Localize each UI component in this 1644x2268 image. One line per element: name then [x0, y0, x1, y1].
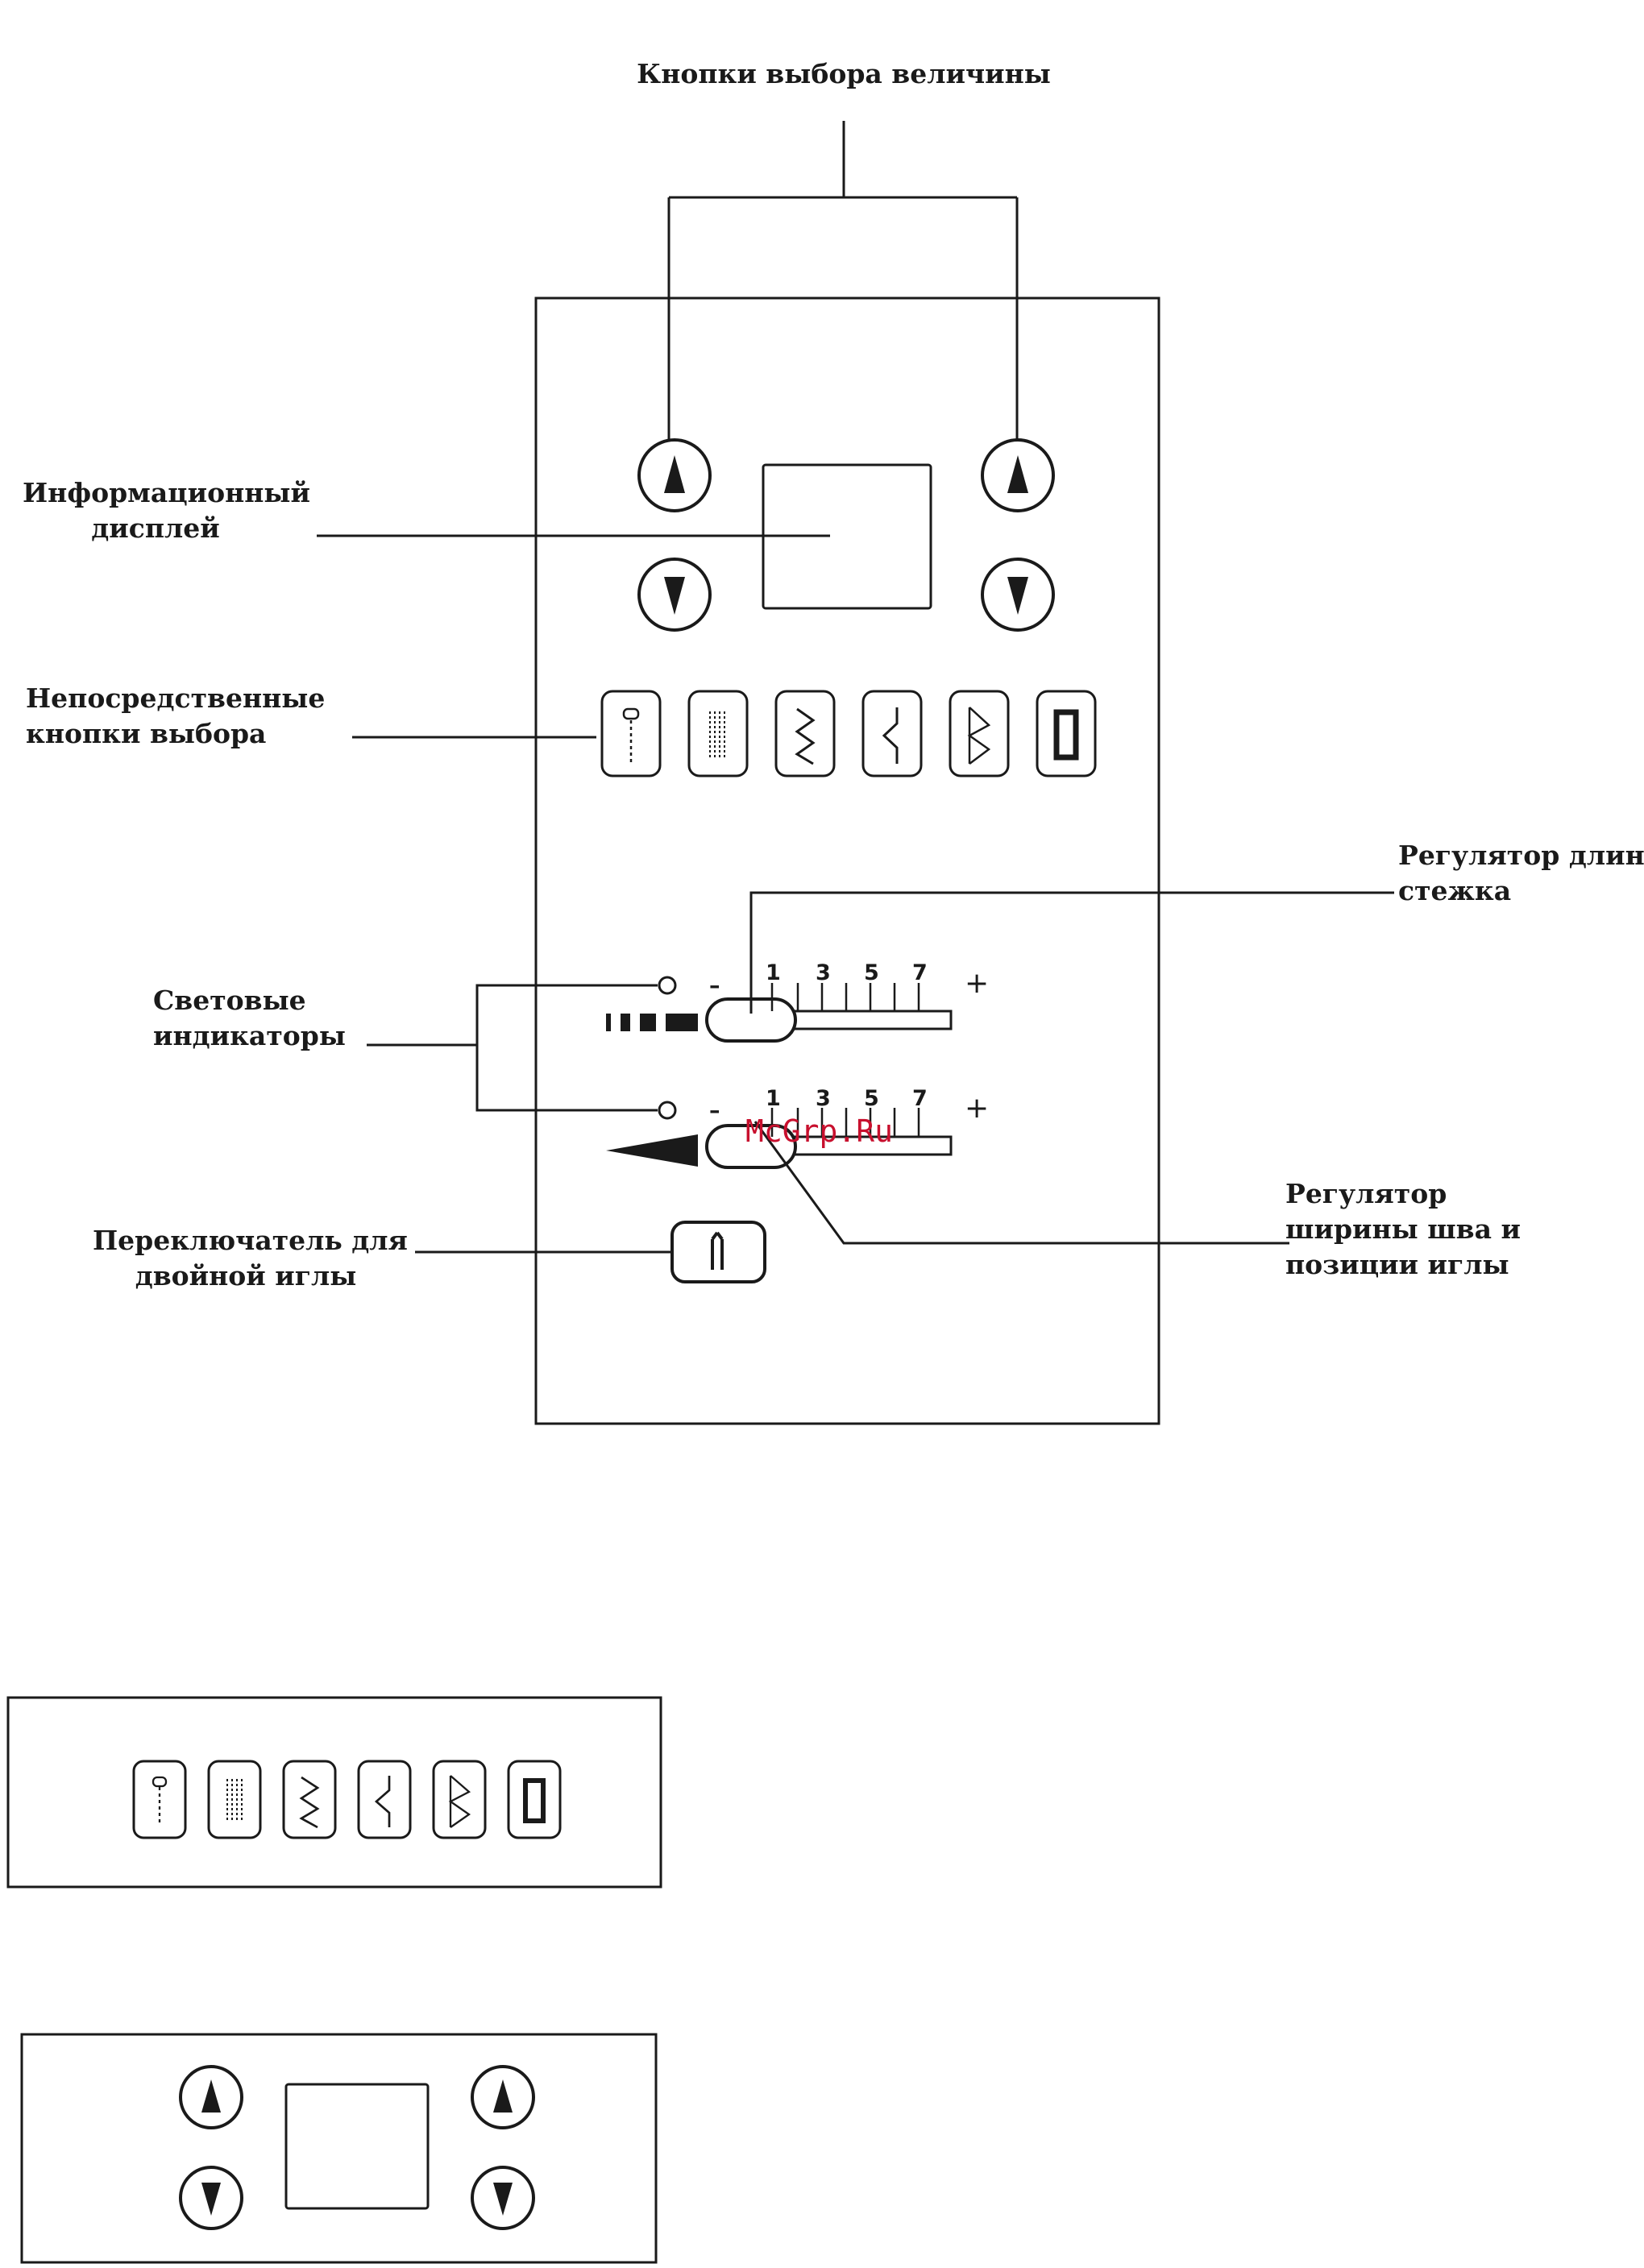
scale-tick-label: 3 — [816, 960, 831, 985]
arrow-down-icon — [493, 2183, 513, 2216]
arrow-up-icon — [1007, 455, 1028, 493]
arrow-down-icon — [664, 577, 685, 615]
twin-needle-label: Переключатель для двойной иглы — [93, 1223, 399, 1294]
blind-stitch-icon — [376, 1776, 389, 1827]
scale-ticks — [772, 983, 919, 1011]
arrow-up-icon — [201, 2079, 221, 2113]
stitch-length-icon — [606, 1014, 698, 1031]
direct-select-buttons — [602, 691, 1095, 776]
scale-tick-label: 7 — [912, 960, 928, 985]
zigzag-icon — [797, 709, 813, 764]
right-up-button[interactable] — [982, 440, 1053, 511]
direct-select-label: Непосредственные кнопки выбора — [26, 681, 325, 752]
scale-minus: – — [709, 1098, 720, 1123]
scale-tick-label: 3 — [816, 1086, 831, 1111]
stitch-width-icon — [606, 1134, 698, 1167]
buttonhole-stitch-button[interactable] — [602, 691, 660, 776]
arrow-down-icon — [201, 2183, 221, 2216]
zigzag-stitch-button[interactable] — [284, 1761, 335, 1838]
triple-zigzag-icon — [969, 707, 989, 764]
left-up-button[interactable] — [639, 440, 710, 511]
scale-plus: + — [965, 1092, 989, 1125]
direct-select-buttons-small — [134, 1761, 560, 1838]
left-up-button[interactable] — [181, 2067, 242, 2128]
buttonhole-stitch-button[interactable] — [134, 1761, 185, 1838]
twin-needle-switch[interactable] — [672, 1222, 765, 1282]
watermark: McGrp.Ru — [745, 1113, 893, 1149]
info-display-label: Информационный дисплей — [23, 475, 289, 546]
satin-stitch-button[interactable] — [1037, 691, 1095, 776]
info-display — [286, 2084, 428, 2208]
stitch-width-label: Регулятор ширины шва и позиции иглы — [1285, 1176, 1521, 1283]
right-up-button[interactable] — [472, 2067, 533, 2128]
stitch-length-label: Регулятор длины стежка — [1398, 838, 1644, 909]
scale-tick-label: 1 — [766, 960, 781, 985]
left-down-button[interactable] — [639, 559, 710, 630]
straight-stitch-icon — [710, 711, 724, 760]
rectangle-icon — [525, 1781, 543, 1821]
stitch-length-leader — [751, 893, 1394, 1014]
triple-zigzag-button[interactable] — [434, 1761, 485, 1838]
scale-tick-label: 1 — [766, 1086, 781, 1111]
buttonhole-icon — [624, 709, 638, 762]
straight-stitch-button[interactable] — [209, 1761, 260, 1838]
arrow-down-icon — [1007, 577, 1028, 615]
blind-stitch-button[interactable] — [863, 691, 921, 776]
satin-stitch-button[interactable] — [509, 1761, 560, 1838]
triple-zigzag-icon — [450, 1776, 469, 1827]
blind-stitch-icon — [884, 707, 897, 764]
light-indicators-bracket — [367, 985, 658, 1110]
left-down-button[interactable] — [181, 2167, 242, 2229]
rectangle-icon — [1057, 712, 1076, 757]
scale-tick-label: 5 — [864, 960, 879, 985]
twin-needle-icon — [712, 1233, 722, 1270]
scale-tick-label: 5 — [864, 1086, 879, 1111]
right-down-button[interactable] — [982, 559, 1053, 630]
stitch-length-slider[interactable] — [707, 983, 951, 1041]
zigzag-icon — [301, 1777, 318, 1827]
arrow-up-icon — [493, 2079, 513, 2113]
zigzag-stitch-button[interactable] — [776, 691, 834, 776]
triple-zigzag-button[interactable] — [950, 691, 1008, 776]
blind-stitch-button[interactable] — [359, 1761, 410, 1838]
light-indicators-label: Световые индикаторы — [153, 983, 346, 1054]
scale-minus: – — [709, 973, 720, 998]
main-panel-frame — [536, 298, 1159, 1424]
buttonhole-icon — [153, 1777, 166, 1826]
value-buttons-label: Кнопки выбора величины — [564, 56, 1123, 92]
value-buttons-panel-frame — [22, 2034, 656, 2262]
straight-stitch-icon — [227, 1779, 242, 1822]
length-indicator-light — [659, 977, 675, 993]
straight-stitch-button[interactable] — [689, 691, 747, 776]
scale-tick-label: 7 — [912, 1086, 928, 1111]
arrow-up-icon — [664, 455, 685, 493]
scale-plus: + — [965, 967, 989, 1000]
width-indicator-light — [659, 1102, 675, 1118]
value-buttons-bracket — [669, 121, 1017, 439]
right-down-button[interactable] — [472, 2167, 533, 2229]
